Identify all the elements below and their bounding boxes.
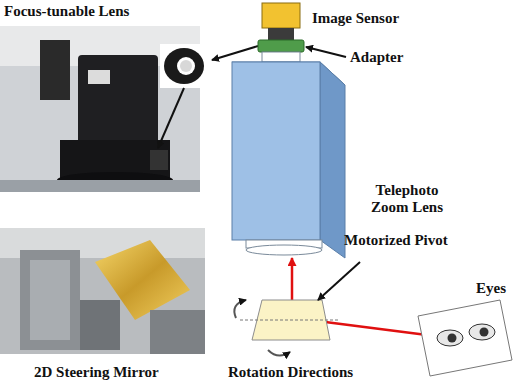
mirror-photo [0, 228, 205, 354]
mirror-symbol [234, 300, 338, 356]
leader-arrow [306, 47, 346, 57]
part-label: 2D Steering Mirror [34, 364, 159, 381]
lens-box: Telephoto Zoom Lens [232, 62, 345, 248]
part-label: Focus-tunable Lens [4, 3, 129, 20]
part-label: Rotation Directions [228, 364, 353, 381]
part-label: Adapter [350, 49, 403, 66]
lens-body [232, 62, 345, 258]
part-label: Eyes [476, 280, 506, 297]
ring-photo [160, 44, 208, 88]
image-sensor [258, 3, 304, 62]
part-label: Image Sensor [312, 10, 399, 27]
leader-arrow [318, 262, 360, 300]
eyes-card [418, 300, 512, 376]
leader-arrow [212, 46, 258, 60]
leader-arrow [158, 88, 184, 148]
node-heading: Telephoto Zoom Lens [367, 182, 447, 217]
part-label: Motorized Pivot [344, 232, 448, 249]
